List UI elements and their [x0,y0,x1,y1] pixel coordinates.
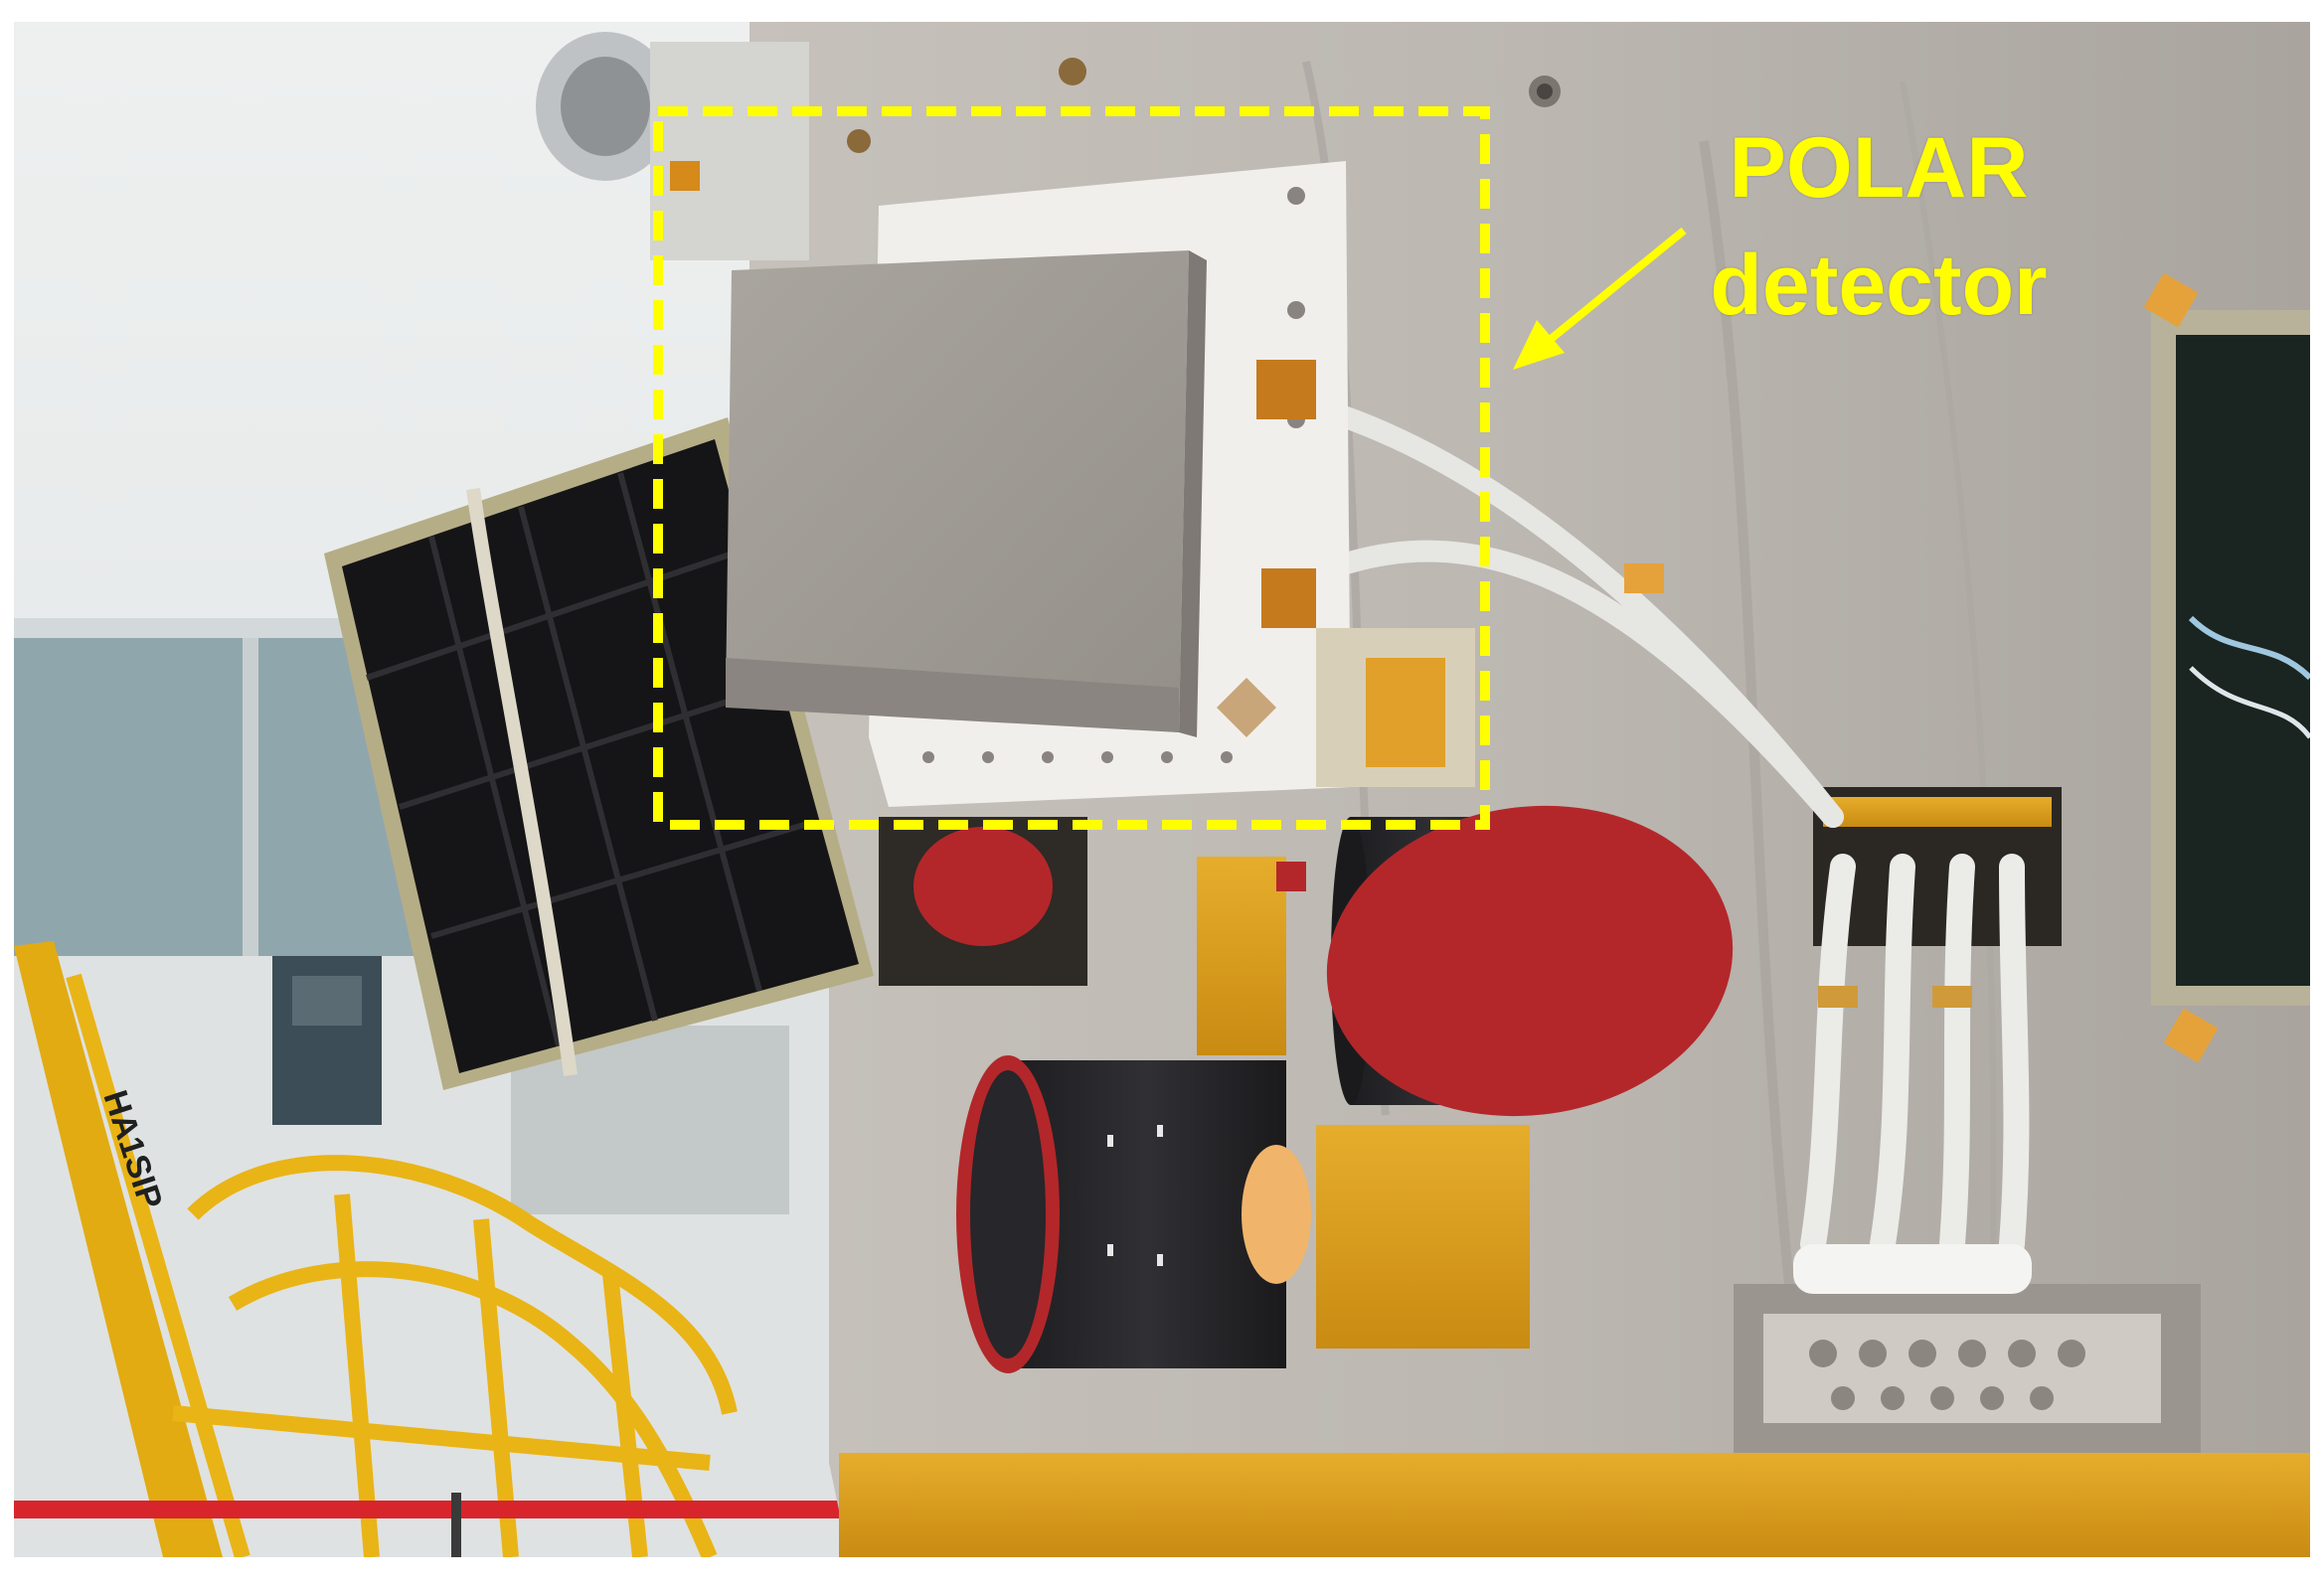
annotation-arrow [1513,227,1687,370]
cable-harness [1275,389,2032,1294]
star-sensor-lower [956,1055,1311,1373]
label-line-1: POLAR [1729,120,2029,216]
detector-cover-box [726,250,1189,732]
star-sensor-upper [1326,805,1734,1117]
gold-rim [839,1453,2310,1557]
photo: HA1SIP [14,22,2310,1557]
red-component [879,817,1087,986]
polar-detector [726,161,1475,807]
polar-detector-label: POLAR detector [1650,109,2107,344]
label-line-2: detector [1710,238,2048,333]
gold-foil-block-lower [1316,1125,1530,1349]
gold-foil-block-upper [1197,857,1286,1055]
highlight-box [653,106,1490,830]
top-hardware [536,32,809,260]
barrier-rope [14,1501,869,1518]
side-opening [2143,272,2310,1063]
